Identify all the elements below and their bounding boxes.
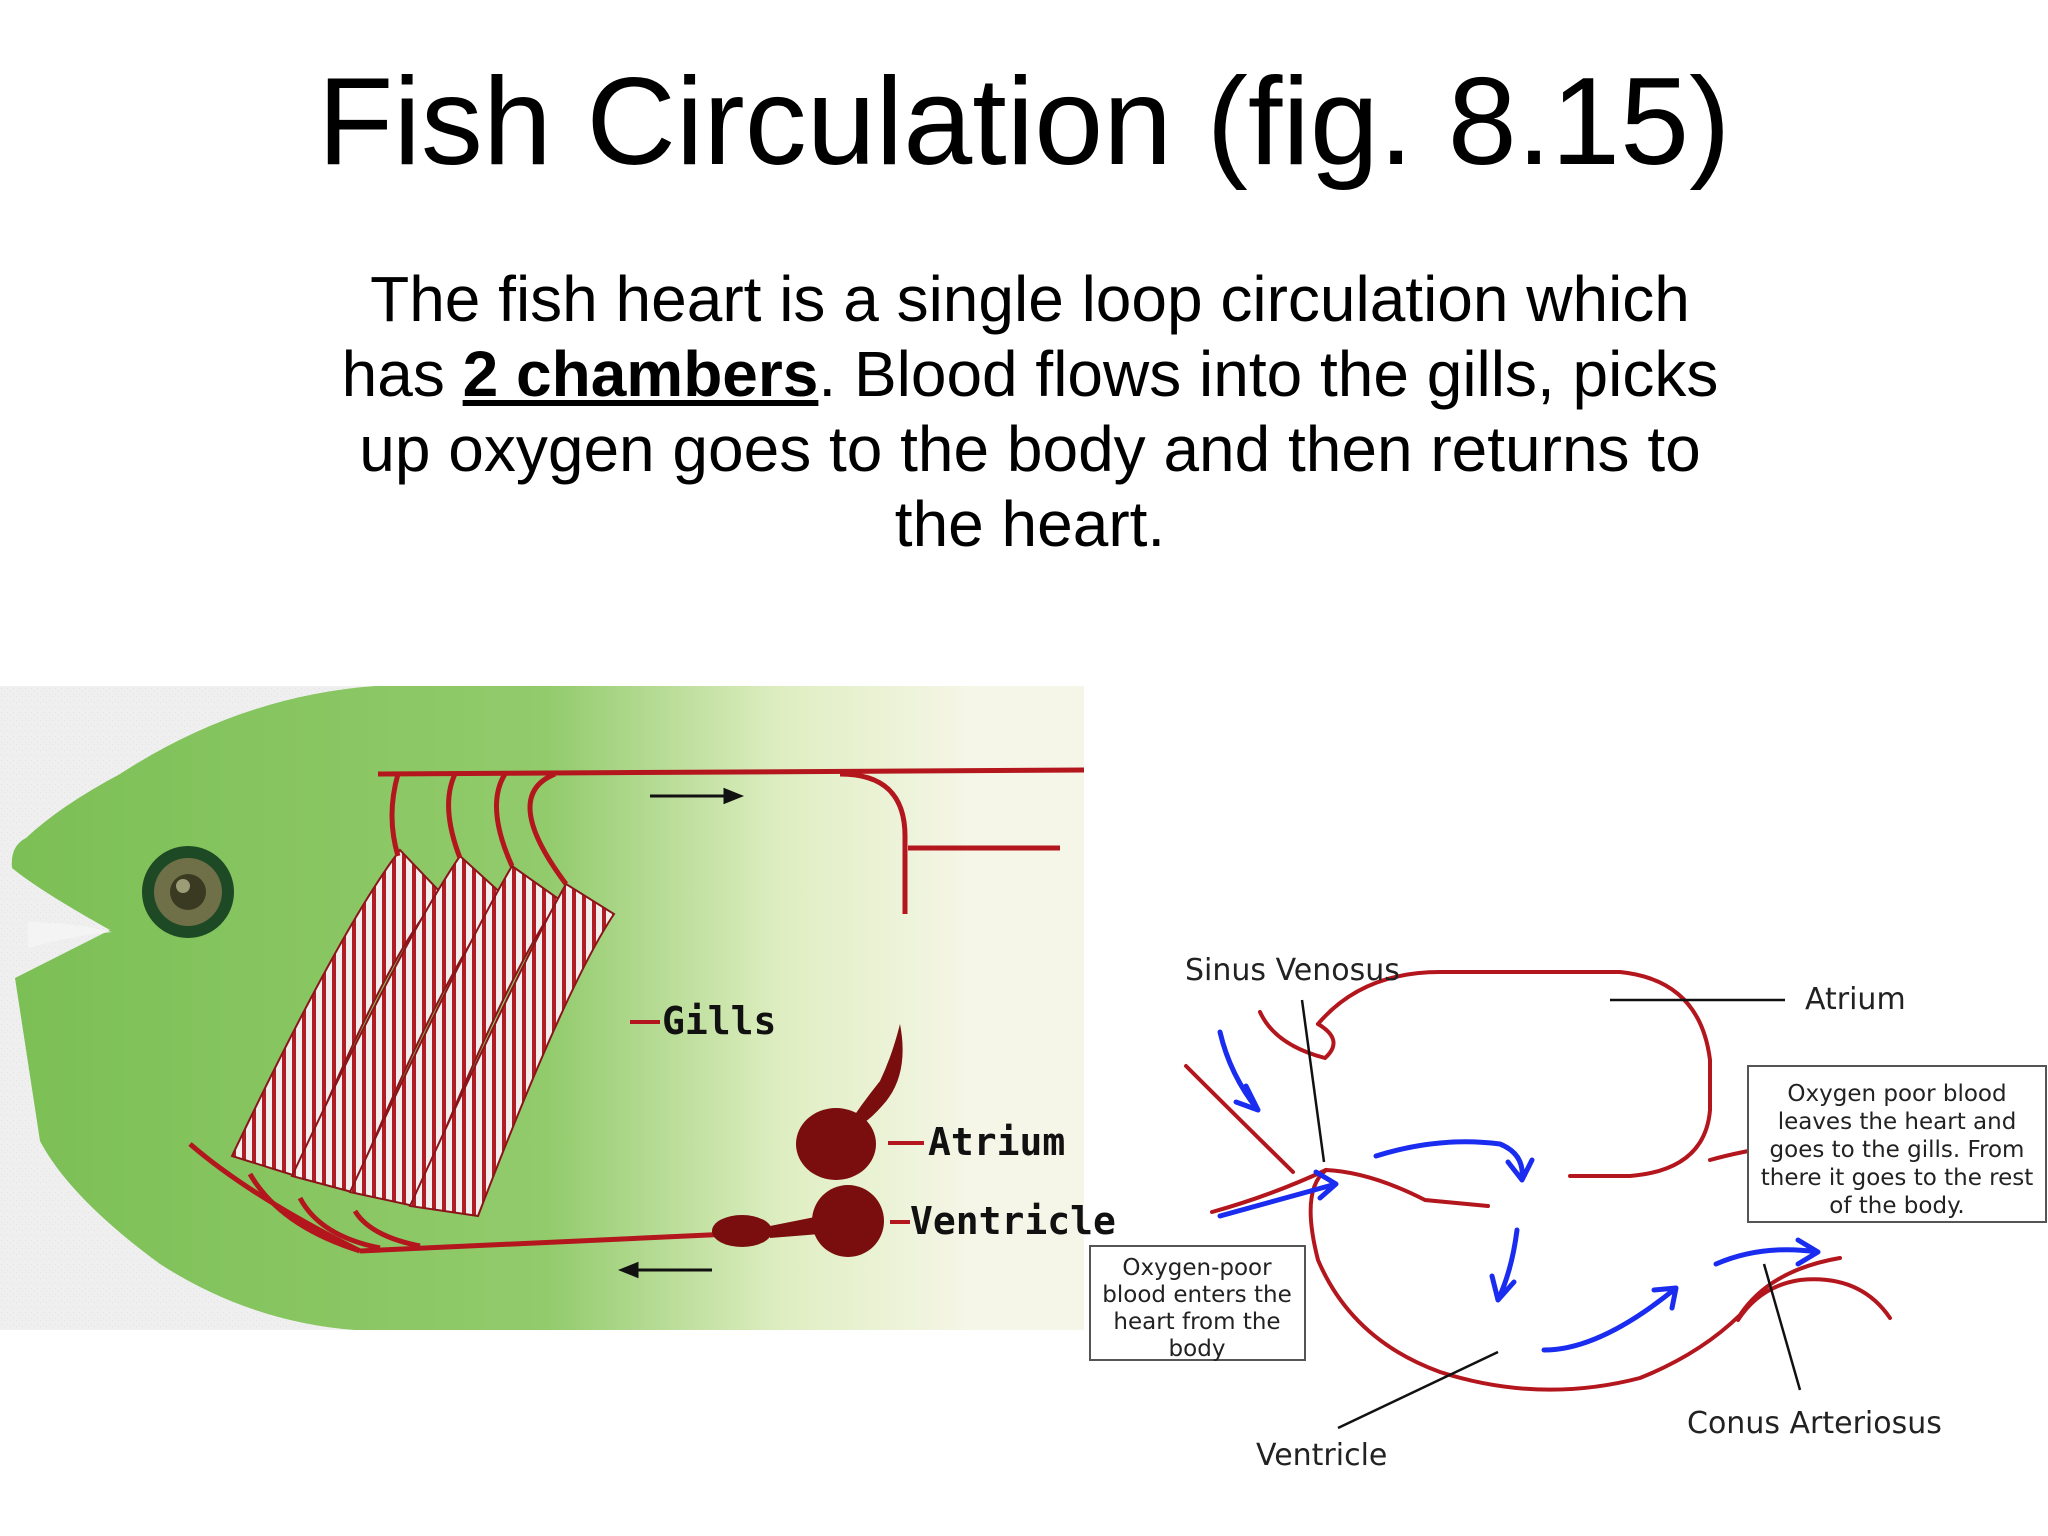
fish-ventricle [812,1185,884,1257]
efferent-2 [446,772,463,859]
fish-circulation-diagram: Gills Atrium Ventricle [0,686,1116,1330]
conus-lower [1736,1277,1892,1322]
label-ventricle: Ventricle [1256,1438,1387,1473]
callout-box-left: Oxygen-poor blood enters the heart from … [1089,1245,1306,1362]
fish-flow-arrows [617,787,745,1279]
fish-blood-vessels [188,767,1085,1254]
fish-heart [712,1024,903,1257]
box-left-line-4: body [1169,1336,1226,1362]
efferent-4 [527,771,569,886]
flow-arrow-atrium [1373,1139,1535,1183]
label-conus-arteriosus: Conus Arteriosus [1687,1406,1942,1441]
conus-arteriosus-pointer [1762,1263,1802,1391]
fish-heart-connector [770,1216,820,1238]
flow-arrow-ventricle [1541,1285,1679,1353]
inflow-upper [1184,1064,1295,1174]
fish-eye [142,846,234,938]
box-right-line-4: there it goes to the rest [1761,1165,2034,1191]
flow-arrow-exit [1713,1237,1821,1267]
heart-pointer-lines [1300,998,1802,1430]
description-part-1: The fish heart is a single loop circulat… [341,263,1690,410]
flow-arrow-entry-top [1217,1029,1261,1113]
slide-description: The fish heart is a single loop circulat… [340,262,1720,562]
description-emphasis: 2 chambers [462,338,819,410]
septum-flap [1324,1168,1490,1208]
slide-title: Fish Circulation (fig. 8.15) [317,53,1731,191]
fish-conus [712,1215,772,1247]
gill-arch-1 [230,848,444,1178]
fish-heart-diagram: Sinus Venosus Atrium Ventricle Conus Art… [1089,953,2047,1473]
afferent-2 [247,1172,361,1254]
description-part-2: . Blood flows into the gills, picks up o… [359,338,1719,560]
callout-box-right: Oxygen poor blood leaves the heart and g… [1747,1065,2047,1223]
fish-mouth [28,922,112,948]
atrium-left-wall [1258,1010,1336,1061]
afferent-1 [188,1142,362,1254]
atrium-outline [1316,970,1712,1178]
heart-flow-arrows [1217,1029,1821,1353]
gill-arches [230,848,616,1218]
box-right-line-3: goes to the gills. From [1770,1137,2025,1163]
box-right-line-5: of the body. [1829,1193,1964,1219]
fish-label-gills: Gills [662,999,776,1043]
efferent-3 [494,772,515,868]
fish-sinus-venosus [846,1024,903,1129]
efferent-1 [389,773,401,857]
inflow-lower [1210,1168,1328,1214]
box-right-line-1: Oxygen poor blood [1787,1081,2006,1107]
sinus-venosus-pointer [1300,999,1326,1163]
box-left-line-2: blood enters the [1102,1282,1291,1308]
dorsal-branch [839,771,908,914]
gill-arch-2 [290,854,506,1194]
flow-arrow-entry-bottom [1217,1169,1339,1219]
afferent-3 [297,1196,381,1251]
ventral-aorta [359,1231,731,1254]
gill-arch-3 [348,864,562,1208]
fish-atrium [796,1108,876,1180]
dorsal-aorta [377,767,1085,777]
gill-arch-4 [408,882,616,1218]
flow-arrow-down [1489,1227,1520,1303]
label-atrium: Atrium [1805,982,1906,1017]
afferent-4 [352,1209,421,1249]
fish-label-ventricle: Ventricle [910,1199,1116,1243]
box-left-line-3: heart from the [1113,1309,1280,1335]
ventricle-pointer [1337,1350,1499,1430]
box-right-line-2: leaves the heart and [1778,1109,2017,1135]
label-sinus-venosus: Sinus Venosus [1185,953,1400,988]
fish-label-atrium: Atrium [928,1120,1065,1164]
box-left-line-1: Oxygen-poor [1122,1255,1272,1281]
